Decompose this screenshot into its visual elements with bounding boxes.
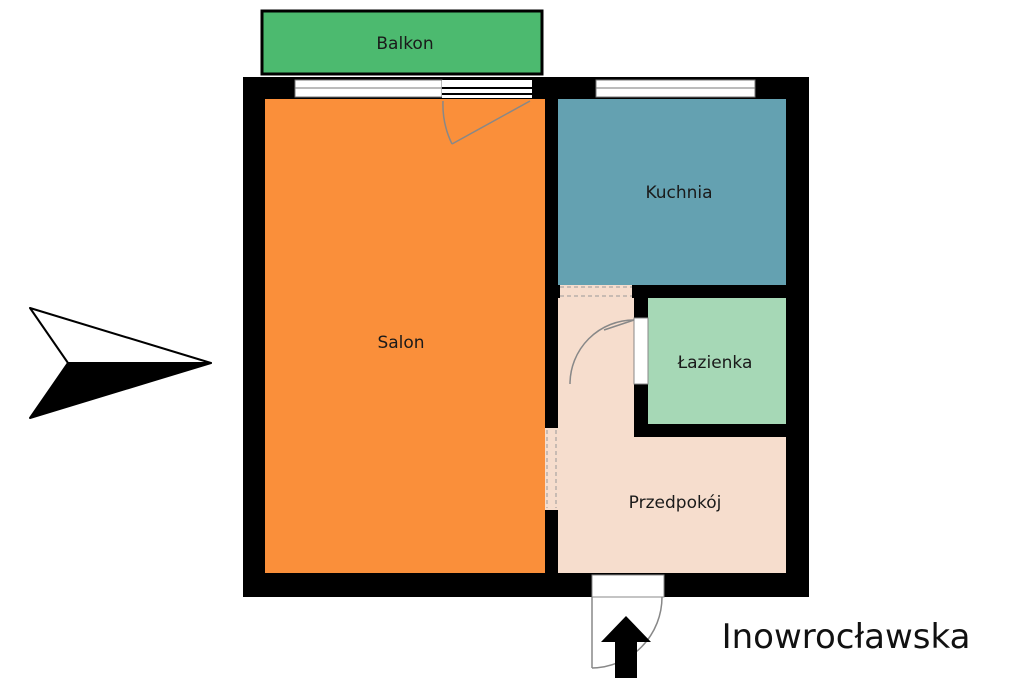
- kitchen-area: [558, 99, 786, 285]
- hallway-area: [558, 298, 786, 573]
- window-living-room: [294, 79, 443, 98]
- bathroom-label: Łazienka: [677, 353, 753, 373]
- hallway-label: Przedpokój: [629, 493, 722, 513]
- living-room-label: Salon: [377, 333, 424, 353]
- balcony-door: [442, 80, 532, 145]
- compass-arrow-icon: [29, 307, 212, 419]
- balcony-label: Balkon: [376, 34, 433, 54]
- bathroom-door: [569, 317, 649, 385]
- window-kitchen: [595, 79, 756, 98]
- up-arrow-icon: [601, 616, 651, 678]
- living-room-area: [265, 99, 545, 573]
- kitchen-label: Kuchnia: [645, 183, 712, 203]
- living-room-doorway: [545, 428, 558, 510]
- balcony-area: [260, 9, 544, 76]
- street-label: Inowrocławska: [722, 617, 971, 657]
- kitchen-doorway: [560, 285, 632, 298]
- bathroom-area: [648, 298, 786, 424]
- entrance-door: [591, 574, 665, 669]
